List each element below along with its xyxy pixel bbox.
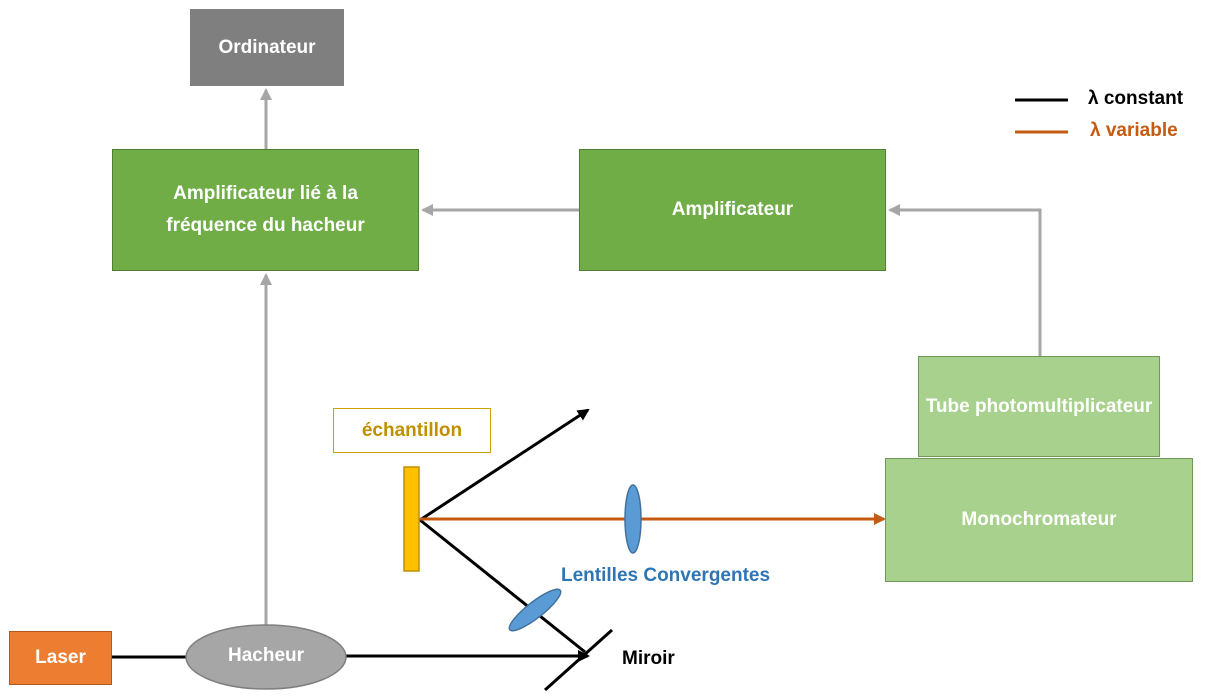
laser-label: Laser (35, 647, 86, 668)
photomultiplier-label: Tube photomultiplicateur (925, 395, 1153, 417)
photomultiplier-box: Tube photomultiplicateur (918, 356, 1160, 457)
lockin-amplifier-box: Amplificateur lié à la fréquence du hach… (112, 149, 419, 271)
mirror-label: Miroir (622, 648, 675, 669)
laser-box: Laser (9, 631, 112, 685)
legend-label-variable: λ variable (1090, 120, 1178, 141)
lens-excitation (508, 588, 562, 632)
lens-emission (624, 484, 642, 554)
mirror (543, 628, 614, 692)
monochromator-label: Monochromateur (961, 509, 1117, 530)
computer-label: Ordinateur (218, 36, 316, 58)
sample-label: échantillon (361, 419, 463, 441)
chopper-label: Hacheur (227, 645, 305, 666)
amplifier-label: Amplificateur (671, 199, 794, 220)
chopper (185, 624, 347, 690)
legend-label-constant: λ constant (1088, 88, 1184, 109)
lenses-label: Lentilles Convergentes (561, 565, 771, 586)
monochromator-box: Monochromateur (885, 458, 1193, 582)
sample-label-box: échantillon (333, 408, 491, 453)
sample (403, 466, 420, 572)
beam-reflected (419, 408, 590, 522)
lockin-amplifier-label: Amplificateur lié à la fréquence du hach… (166, 183, 365, 236)
computer-box: Ordinateur (190, 9, 344, 86)
signal-arrow-tube-to-amp (888, 204, 1042, 356)
amplifier-box: Amplificateur (579, 149, 886, 271)
beam-mirror-to-sample (419, 518, 586, 654)
